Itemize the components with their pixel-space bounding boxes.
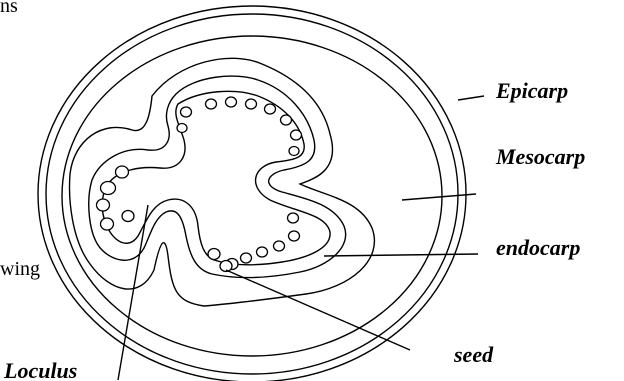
epicarp-outer-outline [38,6,466,381]
seed [177,124,187,133]
seed [241,253,252,263]
seed [116,166,129,178]
seed [265,104,276,114]
loculus-leader-line [118,205,148,380]
seed [289,147,299,156]
label-mesocarp: Mesocarp [495,144,585,169]
mesocarp-leader-line [402,194,476,200]
fragment-text-left: wing [0,258,40,280]
seed [97,199,110,211]
seed [281,115,292,125]
seed [220,261,232,272]
seed [226,97,237,107]
seed [288,213,299,223]
label-epicarp: Epicarp [495,78,568,103]
endocarp-inner-outline [89,76,346,278]
epicarp-leader-line [458,96,484,100]
seed [181,107,192,117]
seed [208,249,220,260]
mesocarp-boundary [62,36,442,356]
label-seed: seed [453,342,494,367]
seed [101,182,116,195]
seed [101,218,114,230]
label-endocarp: endocarp [496,235,580,260]
seed [274,241,285,251]
seed [246,99,257,109]
seed [289,231,300,241]
seed-leader-line [226,270,410,350]
seed [122,211,134,222]
fragment-text-top: ns [0,0,18,17]
seed [257,247,268,257]
seed [291,130,302,140]
label-loculus: Loculus [3,358,77,381]
seed [206,99,217,109]
